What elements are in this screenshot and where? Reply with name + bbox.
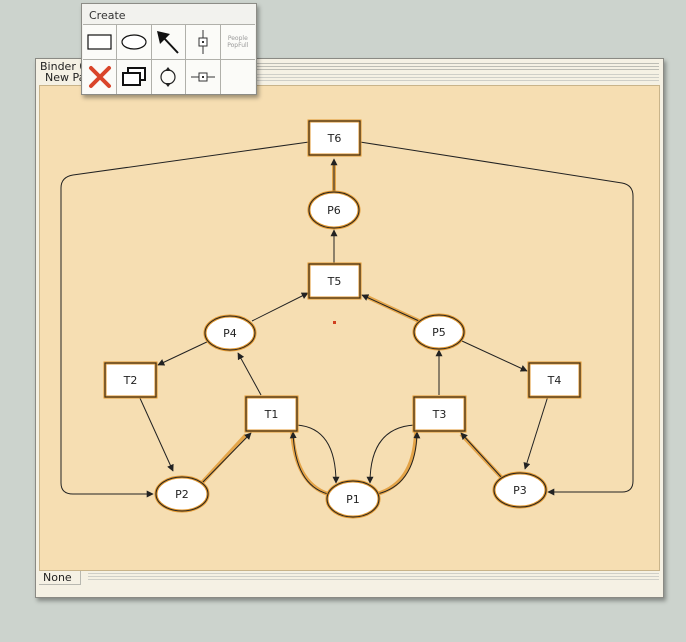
transition-t4[interactable]: T4 [527, 361, 582, 399]
title-bar-stripes[interactable] [106, 63, 659, 71]
place-p2[interactable]: P2 [154, 475, 210, 513]
arc-p1-t1 [289, 431, 329, 495]
cycle-tool-button[interactable] [151, 59, 187, 94]
arc-p1-t3 [376, 431, 421, 495]
arrow-select-tool-icon [157, 31, 180, 54]
transition-t1[interactable]: T1 [244, 395, 299, 433]
places[interactable]: P6 P4 P5 P2 [154, 190, 548, 519]
arc-p5-t5 [361, 294, 420, 322]
arc-t3-p1 [366, 424, 415, 484]
arc-t6-p3 [359, 141, 634, 496]
vertical-connector-tool-button[interactable] [186, 24, 221, 59]
petri-net-canvas[interactable]: T6 T5 T2 T4 [39, 85, 660, 571]
horizontal-connector-tool-icon [190, 72, 215, 82]
text-tool-icon: People PopFull [227, 35, 249, 49]
arc-t6-p2 [60, 141, 310, 498]
transition-label: T6 [327, 132, 342, 145]
transition-label: T4 [547, 374, 562, 387]
arc-p4-t5 [251, 292, 309, 322]
place-label: P2 [175, 488, 189, 501]
place-p1[interactable]: P1 [325, 479, 381, 519]
arc-p2-t1 [199, 432, 252, 486]
empty-tool-slot [220, 59, 255, 94]
place-label: P3 [513, 484, 527, 497]
arcs [60, 141, 634, 498]
place-label: P6 [327, 204, 341, 217]
delete-tool-icon [88, 66, 111, 88]
transition-t6[interactable]: T6 [307, 119, 362, 157]
petri-net-diagram[interactable]: T6 T5 T2 T4 [40, 86, 659, 570]
cycle-tool-icon [160, 67, 177, 87]
transition-label: T2 [123, 374, 138, 387]
transitions[interactable]: T6 T5 T2 T4 [103, 119, 582, 433]
transition-t3[interactable]: T3 [412, 395, 467, 433]
transition-t5[interactable]: T5 [307, 262, 362, 300]
place-p5[interactable]: P5 [412, 313, 466, 351]
arc-p3-t3 [460, 432, 503, 479]
arc-t1-p4 [237, 352, 262, 396]
tab-bar-stripes [106, 74, 659, 82]
arc-t4-p3 [523, 395, 549, 470]
cursor-marker [333, 321, 336, 324]
binder-title: Binder 0 [40, 60, 87, 73]
transition-t2[interactable]: T2 [103, 361, 158, 399]
status-tab[interactable]: None [39, 571, 81, 585]
vertical-connector-tool-icon [198, 30, 208, 54]
rectangle-tool-icon [87, 34, 112, 50]
transition-label: T3 [432, 408, 447, 421]
binder-window: Binder 0 New Pa [35, 58, 664, 598]
place-label: P5 [432, 326, 446, 339]
ellipse-tool-button[interactable] [117, 24, 152, 59]
horizontal-connector-tool-button[interactable] [186, 59, 221, 94]
transition-label: T1 [264, 408, 279, 421]
place-p3[interactable]: P3 [492, 471, 548, 509]
arc-p5-t4 [461, 340, 528, 372]
transition-label: T5 [327, 275, 342, 288]
duplicate-tool-icon [122, 67, 147, 86]
place-p6[interactable]: P6 [307, 190, 361, 230]
ellipse-tool-icon [121, 34, 147, 50]
delete-tool-button[interactable] [83, 59, 118, 94]
arrow-select-tool-button[interactable] [151, 24, 187, 59]
place-label: P4 [223, 327, 237, 340]
arc-p4-t2 [157, 339, 212, 366]
text-tool-button[interactable]: People PopFull [220, 24, 255, 59]
place-label: P1 [346, 493, 360, 506]
tool-grid: People PopFull [83, 24, 255, 94]
palette-title: Create [89, 9, 126, 22]
rectangle-tool-button[interactable] [83, 24, 118, 59]
place-p4[interactable]: P4 [203, 314, 257, 352]
arc-t2-p2 [138, 395, 174, 472]
arc-t1-p1 [296, 424, 340, 484]
duplicate-tool-button[interactable] [117, 59, 152, 94]
status-bar-stripes [88, 573, 659, 581]
create-palette: Create People PopFull [81, 3, 257, 95]
